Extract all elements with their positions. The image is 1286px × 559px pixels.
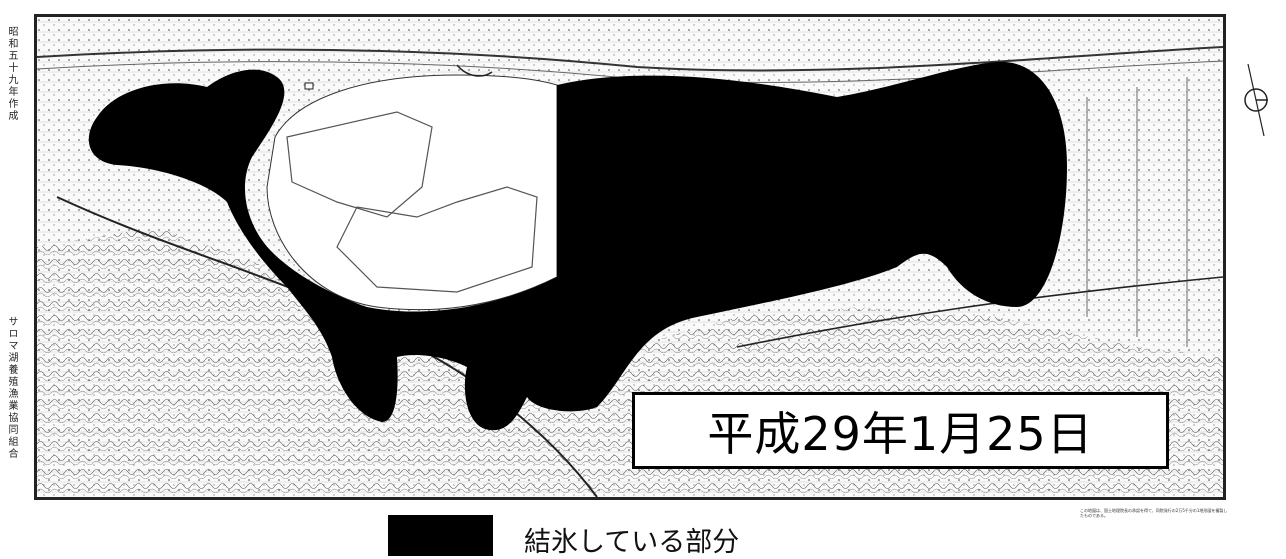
- frozen-ice-area: [88, 61, 1067, 431]
- lake-map: [37, 17, 1223, 497]
- open-water-area: [266, 74, 558, 311]
- lake-inlet: [456, 64, 493, 77]
- publisher-label: サロマ湖養殖漁業協同組合: [6, 316, 17, 460]
- legend-ice-swatch: [388, 515, 493, 556]
- map-copyright-note: この地図は、国土地理院長の承認を得て、同院発行の2万5千分の1地形図を複製したも…: [1080, 508, 1228, 518]
- aquaculture-zone: [336, 186, 538, 293]
- harbour-mark: [304, 82, 314, 90]
- road: [736, 276, 1223, 348]
- legend-ice-label: 結氷している部分: [524, 527, 740, 558]
- survey-year-label: 昭和五十九年作成: [6, 26, 17, 122]
- north-arrow-icon: [1244, 63, 1268, 137]
- sandbar-coastline: [37, 46, 1223, 72]
- aquaculture-zone: [286, 111, 433, 218]
- date-label-box: 平成29年1月25日: [632, 392, 1169, 469]
- date-label: 平成29年1月25日: [707, 406, 1094, 461]
- road-grid: [1086, 77, 1188, 347]
- map-frame: [34, 14, 1226, 500]
